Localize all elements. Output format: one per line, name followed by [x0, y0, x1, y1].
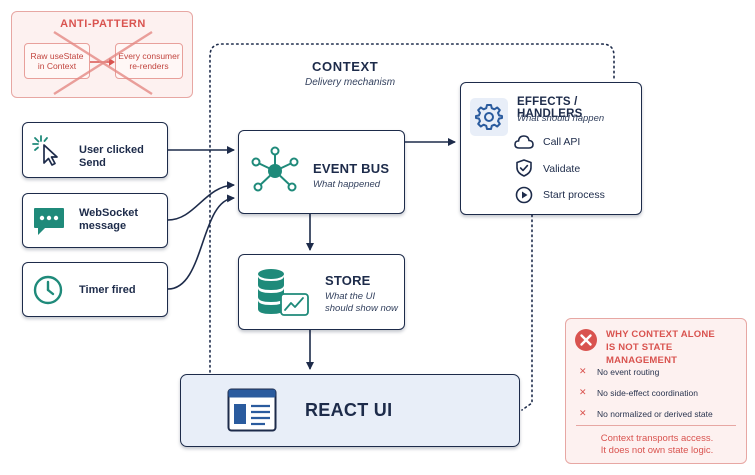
why-item-no-side-effect: No side-effect coordination	[597, 388, 698, 398]
x-icon: ✕	[579, 366, 587, 376]
why-footer-line-2: It does not own state logic.	[600, 445, 714, 456]
why-divider	[576, 425, 736, 426]
store-node: STORE What the UI should show now	[238, 254, 405, 330]
store-subtitle-line-1: What the UI	[325, 291, 376, 302]
shield-check-icon	[516, 159, 532, 177]
cloud-icon	[514, 135, 534, 149]
event-bus-title: EVENT BUS	[313, 161, 390, 176]
error-circle-icon	[575, 329, 597, 351]
react-ui-node: REACT UI	[180, 374, 520, 447]
effects-handlers-node: EFFECTS / HANDLERS What should happen Ca…	[460, 82, 642, 215]
source-timer-label: Timer fired	[79, 284, 136, 296]
cursor-click-icon	[32, 135, 58, 166]
source-timer: Timer fired	[22, 262, 168, 317]
store-subtitle-line-2: should show now	[325, 303, 398, 314]
effects-item-validate: Validate	[543, 163, 581, 175]
anti-pattern-rerender-box: Every consumer re-renders	[115, 43, 183, 79]
browser-window-icon	[227, 388, 277, 432]
anti-pattern-title: ANTI-PATTERN	[60, 18, 146, 30]
store-subtitle: What the UI should show now	[325, 291, 398, 315]
react-ui-label: REACT UI	[305, 400, 393, 420]
store-title: STORE	[325, 273, 371, 288]
source-user-label: User clicked Send	[79, 144, 144, 169]
why-item-no-normalized-state: No normalized or derived state	[597, 409, 713, 419]
effects-title: EFFECTS / HANDLERS	[517, 96, 583, 120]
anti-pattern-panel: ANTI-PATTERN Raw useState in Context Eve…	[11, 11, 193, 98]
why-item-no-event-routing: No event routing	[597, 367, 660, 377]
effects-item-call-api: Call API	[543, 136, 581, 148]
effects-icon-tile	[470, 98, 508, 136]
source-user-clicked: User clicked Send	[22, 122, 168, 178]
why-footer: Context transports access. It does not o…	[566, 433, 748, 457]
event-bus-subtitle: What happened	[313, 179, 381, 190]
effects-item-start-process: Start process	[543, 189, 605, 201]
arrow-websocket-to-bus	[167, 181, 235, 221]
anti-right-line-1: Every consumer	[118, 51, 180, 61]
anti-left-line-2: in Context	[37, 61, 77, 71]
chat-bubble-icon	[34, 208, 64, 235]
why-title: WHY CONTEXT ALONE IS NOT STATE MANAGEMEN…	[606, 328, 746, 367]
context-boundary	[209, 43, 615, 373]
why-title-line-2: IS NOT STATE MANAGEMENT	[606, 342, 678, 366]
source-websocket-label: WebSocket message	[79, 207, 138, 233]
anti-pattern-cross-out	[53, 30, 153, 96]
database-chart-icon	[258, 269, 309, 316]
x-icon: ✕	[579, 387, 587, 397]
event-bus-node: EVENT BUS What happened	[238, 130, 405, 214]
arrow-timer-to-bus	[167, 194, 235, 290]
source-websocket-line-2: message	[79, 220, 127, 232]
source-websocket: WebSocket message	[22, 193, 168, 248]
effects-subtitle: What should happen	[517, 113, 605, 124]
source-websocket-line-1: WebSocket	[79, 207, 139, 219]
hub-network-icon	[251, 146, 299, 192]
why-footer-line-1: Context transports access.	[600, 433, 714, 444]
anti-left-line-1: Raw useState	[30, 51, 84, 61]
anti-right-line-2: re-renders	[129, 61, 169, 71]
why-context-panel: WHY CONTEXT ALONE IS NOT STATE MANAGEMEN…	[565, 318, 747, 464]
context-subtitle: Delivery mechanism	[305, 77, 396, 88]
play-circle-icon	[515, 186, 533, 204]
context-title: CONTEXT	[312, 59, 379, 74]
clock-icon	[33, 275, 63, 305]
gear-icon	[475, 104, 503, 130]
why-title-line-1: WHY CONTEXT ALONE	[606, 329, 715, 340]
x-icon: ✕	[579, 408, 587, 418]
